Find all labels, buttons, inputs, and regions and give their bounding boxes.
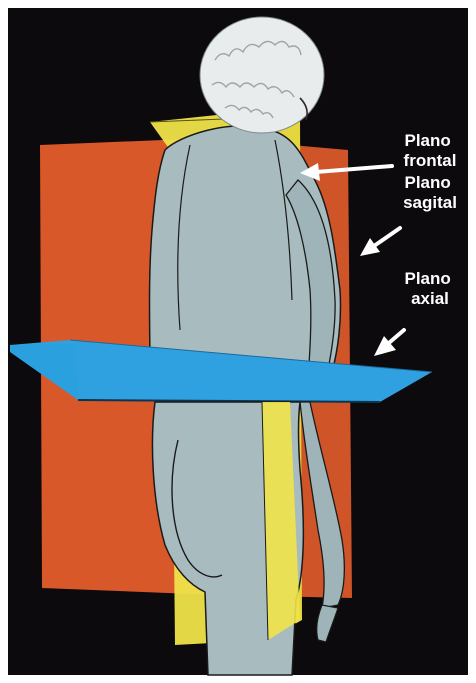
label-frontal-line1: Plano xyxy=(404,131,450,150)
label-plano-sagital: Plano sagital xyxy=(403,173,457,212)
label-frontal-line2: frontal xyxy=(404,151,457,170)
head xyxy=(200,17,324,133)
svg-text:Plano sagital: Plano sagital xyxy=(403,173,457,212)
label-plano-axial: Plano axial xyxy=(404,269,455,308)
svg-text:Plano frontal: Plano frontal xyxy=(404,131,457,170)
label-sagital-line2: sagital xyxy=(403,193,457,212)
label-sagital-line1: Plano xyxy=(404,173,450,192)
label-axial-line1: Plano xyxy=(404,269,450,288)
label-plano-frontal: Plano frontal xyxy=(404,131,457,170)
label-axial-line2: axial xyxy=(411,289,449,308)
svg-text:Plano axial: Plano axial xyxy=(404,269,455,308)
